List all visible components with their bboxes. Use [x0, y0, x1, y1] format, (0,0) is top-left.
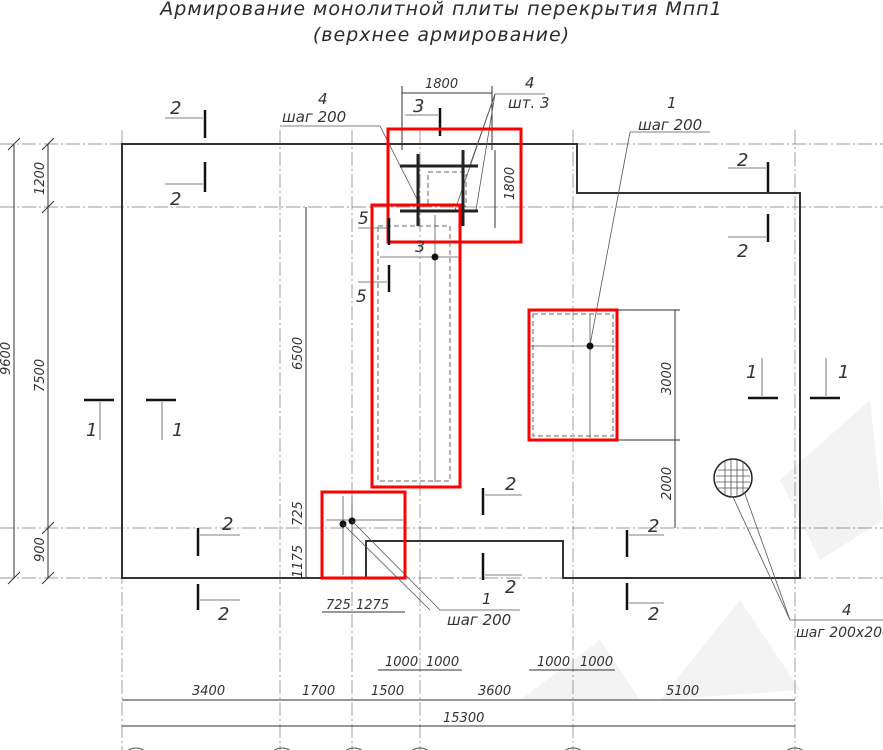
svg-text:1: 1 [667, 94, 677, 112]
rebar-zone-6500: 3 5 5 6500 [291, 203, 462, 528]
svg-text:шаг 200: шаг 200 [447, 611, 511, 629]
svg-text:1: 1 [838, 362, 849, 383]
top-dimension-1800: 1800 3 [401, 77, 493, 150]
svg-text:3000: 3000 [660, 362, 675, 395]
dim-9600: 9600 [0, 342, 14, 375]
svg-text:1: 1 [746, 362, 757, 383]
svg-text:1000: 1000 [385, 655, 418, 670]
mesh-circle-icon: 4 шаг 200х200 [713, 458, 883, 641]
svg-text:1500: 1500 [371, 684, 404, 699]
svg-text:1000: 1000 [537, 655, 570, 670]
watermark [520, 400, 883, 700]
section-cut-2-top-left: 2 2 [165, 98, 207, 210]
rebar-zone-3000: 3000 2000 [527, 308, 680, 528]
svg-text:4: 4 [525, 74, 535, 92]
svg-text:2: 2 [505, 577, 516, 598]
svg-text:шаг 200х200: шаг 200х200 [796, 625, 883, 641]
section-cut-2-lower-left: 2 2 [196, 514, 240, 625]
left-dimensions: 9600 1200 7500 900 [0, 137, 55, 585]
svg-text:1175: 1175 [291, 545, 306, 578]
svg-text:2: 2 [648, 604, 659, 625]
svg-text:2: 2 [218, 604, 229, 625]
svg-text:2: 2 [222, 514, 233, 535]
svg-text:1700: 1700 [302, 684, 335, 699]
drawing-subtitle: (верхнее армирование) [312, 24, 571, 46]
svg-text:2: 2 [648, 516, 659, 537]
section-cut-2-mid: 2 2 2 2 [481, 474, 664, 625]
callout-1-step200-top: 1 шаг 200 [589, 94, 710, 346]
svg-text:1000: 1000 [580, 655, 613, 670]
svg-text:725: 725 [291, 501, 306, 526]
svg-text:4: 4 [842, 601, 852, 619]
section-cut-1-left: 1 1 [84, 398, 183, 441]
svg-text:шт. 3: шт. 3 [508, 94, 550, 112]
section-cut-1-right: 1 1 [746, 358, 849, 400]
svg-text:15300: 15300 [443, 711, 484, 726]
svg-text:шаг 200: шаг 200 [282, 108, 346, 126]
svg-text:2: 2 [737, 241, 748, 262]
svg-text:1: 1 [172, 420, 183, 441]
svg-text:6500: 6500 [291, 337, 306, 370]
callout-4-qty3-top-right: 4 шт. 3 [454, 74, 550, 211]
svg-text:3400: 3400 [192, 684, 225, 699]
svg-text:5: 5 [358, 209, 369, 229]
svg-text:шаг 200: шаг 200 [638, 116, 702, 134]
rebar-zone-1800x1800: 1800 [386, 127, 523, 244]
svg-text:2: 2 [505, 474, 516, 495]
svg-text:1800: 1800 [425, 77, 458, 92]
svg-text:725: 725 [326, 598, 351, 613]
svg-text:4: 4 [318, 90, 328, 108]
dim-900: 900 [33, 537, 48, 562]
dimension-total: 15300 [122, 711, 795, 727]
rebar-zone-corner: 725 1175 725 1275 1 шаг 200 [291, 490, 520, 629]
svg-text:5: 5 [356, 287, 367, 307]
slab-outline [121, 143, 801, 579]
svg-text:2: 2 [737, 150, 748, 171]
svg-text:3: 3 [415, 237, 425, 256]
svg-text:1: 1 [482, 590, 492, 608]
svg-text:2000: 2000 [660, 467, 675, 500]
dim-7500: 7500 [33, 359, 48, 392]
svg-text:1: 1 [86, 420, 97, 441]
svg-text:5100: 5100 [666, 684, 699, 699]
svg-text:1000: 1000 [426, 655, 459, 670]
svg-text:2: 2 [170, 189, 181, 210]
drawing-title: Армирование монолитной плиты перекрытия … [160, 0, 723, 20]
dimension-row-1000: 1000 1000 1000 1000 [378, 655, 615, 671]
svg-text:1275: 1275 [356, 598, 389, 613]
section-cut-2-right: 2 2 [728, 150, 770, 262]
dimension-row-spans: 3400 1700 1500 3600 5100 [122, 684, 795, 701]
callout-4-step200-top-left: 4 шаг 200 [280, 90, 421, 206]
svg-text:3600: 3600 [478, 684, 511, 699]
dim-1200: 1200 [33, 162, 48, 195]
axis-bubbles [127, 747, 804, 750]
svg-text:1800: 1800 [503, 167, 518, 200]
svg-text:3: 3 [413, 96, 424, 117]
svg-text:2: 2 [170, 98, 181, 119]
